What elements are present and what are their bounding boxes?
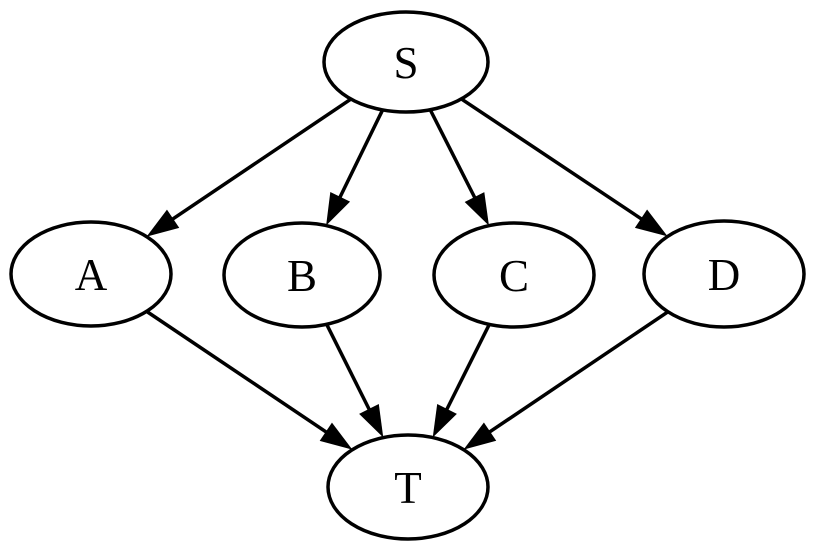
- edge-line: [444, 323, 491, 413]
- edge-line: [169, 97, 352, 222]
- edge-S-C: [428, 108, 489, 226]
- node-ellipse: [326, 433, 490, 541]
- node-label: T: [394, 463, 422, 513]
- arrowhead-icon: [326, 191, 351, 226]
- arrowhead-icon: [146, 209, 180, 237]
- edge-B-T: [325, 323, 384, 438]
- node-label: B: [287, 251, 317, 301]
- arrowhead-icon: [464, 192, 489, 226]
- arrowhead-icon: [319, 422, 353, 450]
- node-label: D: [708, 250, 741, 300]
- node-label: S: [393, 38, 418, 88]
- node-ellipse: [322, 10, 490, 114]
- node-label: A: [75, 250, 108, 300]
- arrowhead-icon: [463, 422, 497, 450]
- edge-D-T: [463, 310, 669, 450]
- edge-line: [460, 97, 645, 222]
- node-ellipse: [432, 221, 596, 329]
- node-label: C: [499, 251, 529, 301]
- node-D: D: [642, 219, 806, 329]
- arrowhead-icon: [432, 404, 457, 438]
- arrowhead-icon: [359, 404, 384, 438]
- edge-S-A: [146, 97, 352, 237]
- edge-line: [325, 323, 372, 413]
- node-B: B: [222, 221, 382, 329]
- node-ellipse: [222, 221, 382, 329]
- arrowhead-icon: [634, 209, 668, 237]
- edge-line: [145, 309, 330, 435]
- node-T: T: [326, 433, 490, 541]
- edge-line: [428, 108, 478, 201]
- edge-S-B: [326, 109, 385, 226]
- node-S: S: [322, 10, 490, 114]
- node-A: A: [9, 220, 173, 328]
- node-ellipse: [642, 219, 806, 329]
- node-ellipse: [9, 220, 173, 328]
- edge-line: [486, 310, 669, 435]
- node-C: C: [432, 221, 596, 329]
- edge-line: [337, 109, 385, 201]
- edge-C-T: [432, 323, 491, 438]
- edge-A-T: [145, 309, 353, 450]
- edge-S-D: [460, 97, 668, 237]
